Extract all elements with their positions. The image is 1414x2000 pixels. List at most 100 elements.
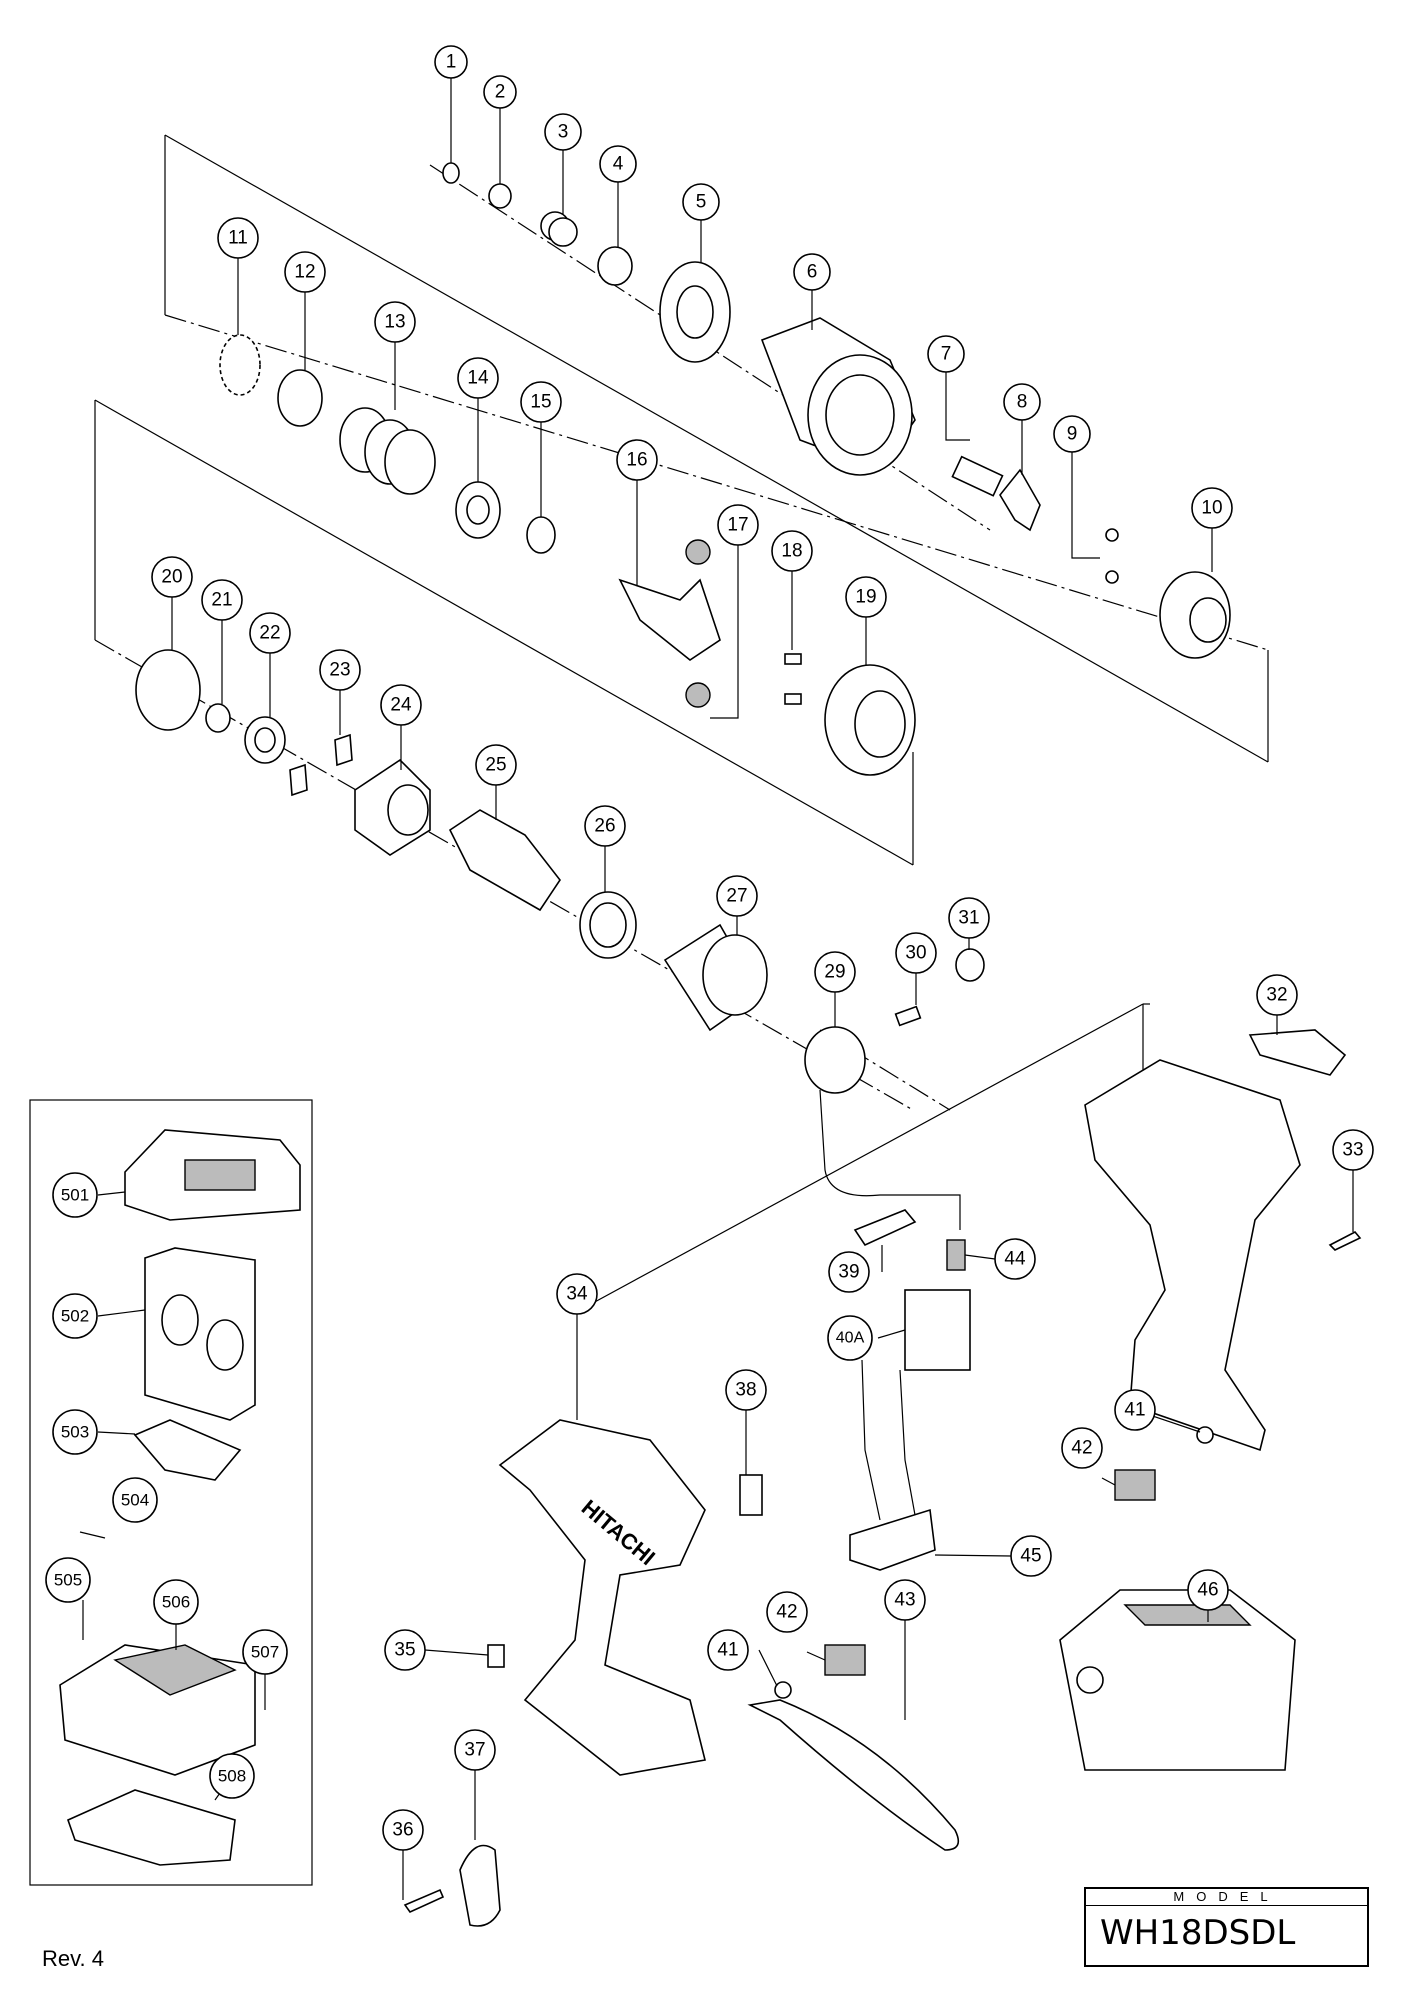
svg-text:30: 30: [905, 943, 926, 964]
callout-27: 27: [716, 875, 758, 917]
svg-text:508: 508: [218, 1767, 246, 1786]
callout-19: 19: [845, 576, 887, 618]
callout-6: 6: [793, 253, 831, 291]
svg-text:42: 42: [1071, 1438, 1092, 1459]
callout-46: 46: [1187, 1569, 1229, 1611]
svg-text:25: 25: [485, 755, 506, 776]
svg-text:20: 20: [161, 567, 182, 588]
callout-11: 11: [217, 217, 259, 259]
svg-text:41: 41: [1124, 1400, 1145, 1421]
svg-text:21: 21: [211, 590, 232, 611]
svg-text:5: 5: [696, 192, 707, 213]
svg-text:14: 14: [467, 368, 489, 389]
callout-8: 8: [1003, 383, 1041, 421]
callout-20: 20: [151, 556, 193, 598]
callout-38: 38: [725, 1369, 767, 1411]
svg-text:505: 505: [54, 1571, 82, 1590]
callout-42-right: 42: [1061, 1427, 1103, 1469]
callout-22: 22: [249, 612, 291, 654]
callout-41-right: 41: [1114, 1389, 1156, 1431]
model-value: WH18DSDL: [1100, 1913, 1296, 1953]
svg-text:42: 42: [776, 1602, 797, 1623]
svg-text:41: 41: [717, 1640, 738, 1661]
callout-32: 32: [1256, 974, 1298, 1016]
svg-text:13: 13: [384, 312, 405, 333]
svg-text:23: 23: [329, 660, 350, 681]
callout-15: 15: [520, 381, 562, 423]
svg-text:11: 11: [228, 228, 248, 249]
svg-text:6: 6: [807, 262, 818, 283]
model-box: MODEL WH18DSDL: [1084, 1887, 1369, 1967]
svg-text:37: 37: [464, 1740, 485, 1761]
svg-text:4: 4: [613, 154, 624, 175]
svg-text:31: 31: [958, 908, 979, 929]
svg-text:26: 26: [594, 816, 615, 837]
svg-text:22: 22: [259, 623, 280, 644]
callout-508: 508: [209, 1753, 255, 1799]
callout-5: 5: [682, 183, 720, 221]
callout-9: 9: [1053, 415, 1091, 453]
svg-text:29: 29: [824, 962, 845, 983]
svg-text:27: 27: [726, 886, 747, 907]
svg-text:3: 3: [558, 122, 569, 143]
part-shapes: [135, 162, 1362, 1927]
assembly-frame-lines: [94, 134, 1269, 1311]
callout-3: 3: [544, 113, 582, 151]
svg-text:43: 43: [894, 1590, 915, 1611]
callout-33: 33: [1332, 1129, 1374, 1171]
callout-37: 37: [454, 1729, 496, 1771]
svg-text:38: 38: [735, 1380, 756, 1401]
svg-text:12: 12: [294, 262, 315, 283]
svg-text:44: 44: [1004, 1249, 1026, 1270]
accessories-inset-frame: [29, 1099, 313, 1886]
callout-31: 31: [948, 897, 990, 939]
callout-24: 24: [380, 684, 422, 726]
callout-41-left: 41: [707, 1629, 749, 1671]
callout-25: 25: [475, 744, 517, 786]
svg-text:507: 507: [251, 1643, 279, 1662]
callout-39: 39: [828, 1251, 870, 1293]
svg-text:506: 506: [162, 1593, 190, 1612]
svg-text:32: 32: [1266, 985, 1287, 1006]
svg-text:17: 17: [727, 515, 748, 536]
model-header: MODEL: [1086, 1889, 1367, 1906]
accessory-shapes: [59, 1129, 301, 1866]
callout-23: 23: [319, 649, 361, 691]
svg-text:34: 34: [566, 1284, 588, 1305]
callout-29: 29: [814, 951, 856, 993]
callout-12: 12: [284, 251, 326, 293]
svg-text:502: 502: [61, 1307, 89, 1326]
svg-text:15: 15: [530, 392, 551, 413]
svg-text:7: 7: [941, 344, 952, 365]
svg-text:39: 39: [838, 1262, 859, 1283]
callout-507: 507: [242, 1629, 288, 1675]
svg-text:1: 1: [446, 52, 457, 73]
callout-40A: 40A: [827, 1315, 873, 1361]
svg-text:10: 10: [1201, 498, 1222, 519]
callout-505: 505: [45, 1557, 91, 1603]
svg-text:36: 36: [392, 1820, 413, 1841]
callout-503: 503: [52, 1409, 98, 1455]
callout-43: 43: [884, 1579, 926, 1621]
svg-text:46: 46: [1197, 1580, 1218, 1601]
callout-502: 502: [52, 1293, 98, 1339]
svg-text:8: 8: [1017, 392, 1028, 413]
revision-label: Rev. 4: [42, 1946, 104, 1971]
callout-26: 26: [584, 805, 626, 847]
svg-text:19: 19: [855, 587, 876, 608]
callout-21: 21: [201, 579, 243, 621]
callout-30: 30: [895, 932, 937, 974]
callout-504: 504: [112, 1477, 158, 1523]
callout-44: 44: [994, 1238, 1036, 1280]
svg-text:18: 18: [781, 541, 802, 562]
callout-16: 16: [616, 439, 658, 481]
svg-text:45: 45: [1020, 1546, 1041, 1567]
callout-45: 45: [1010, 1535, 1052, 1577]
svg-text:9: 9: [1067, 424, 1078, 445]
callout-36: 36: [382, 1809, 424, 1851]
svg-text:35: 35: [394, 1640, 415, 1661]
callout-4: 4: [599, 145, 637, 183]
callout-42-left: 42: [766, 1591, 808, 1633]
svg-text:2: 2: [495, 82, 506, 103]
